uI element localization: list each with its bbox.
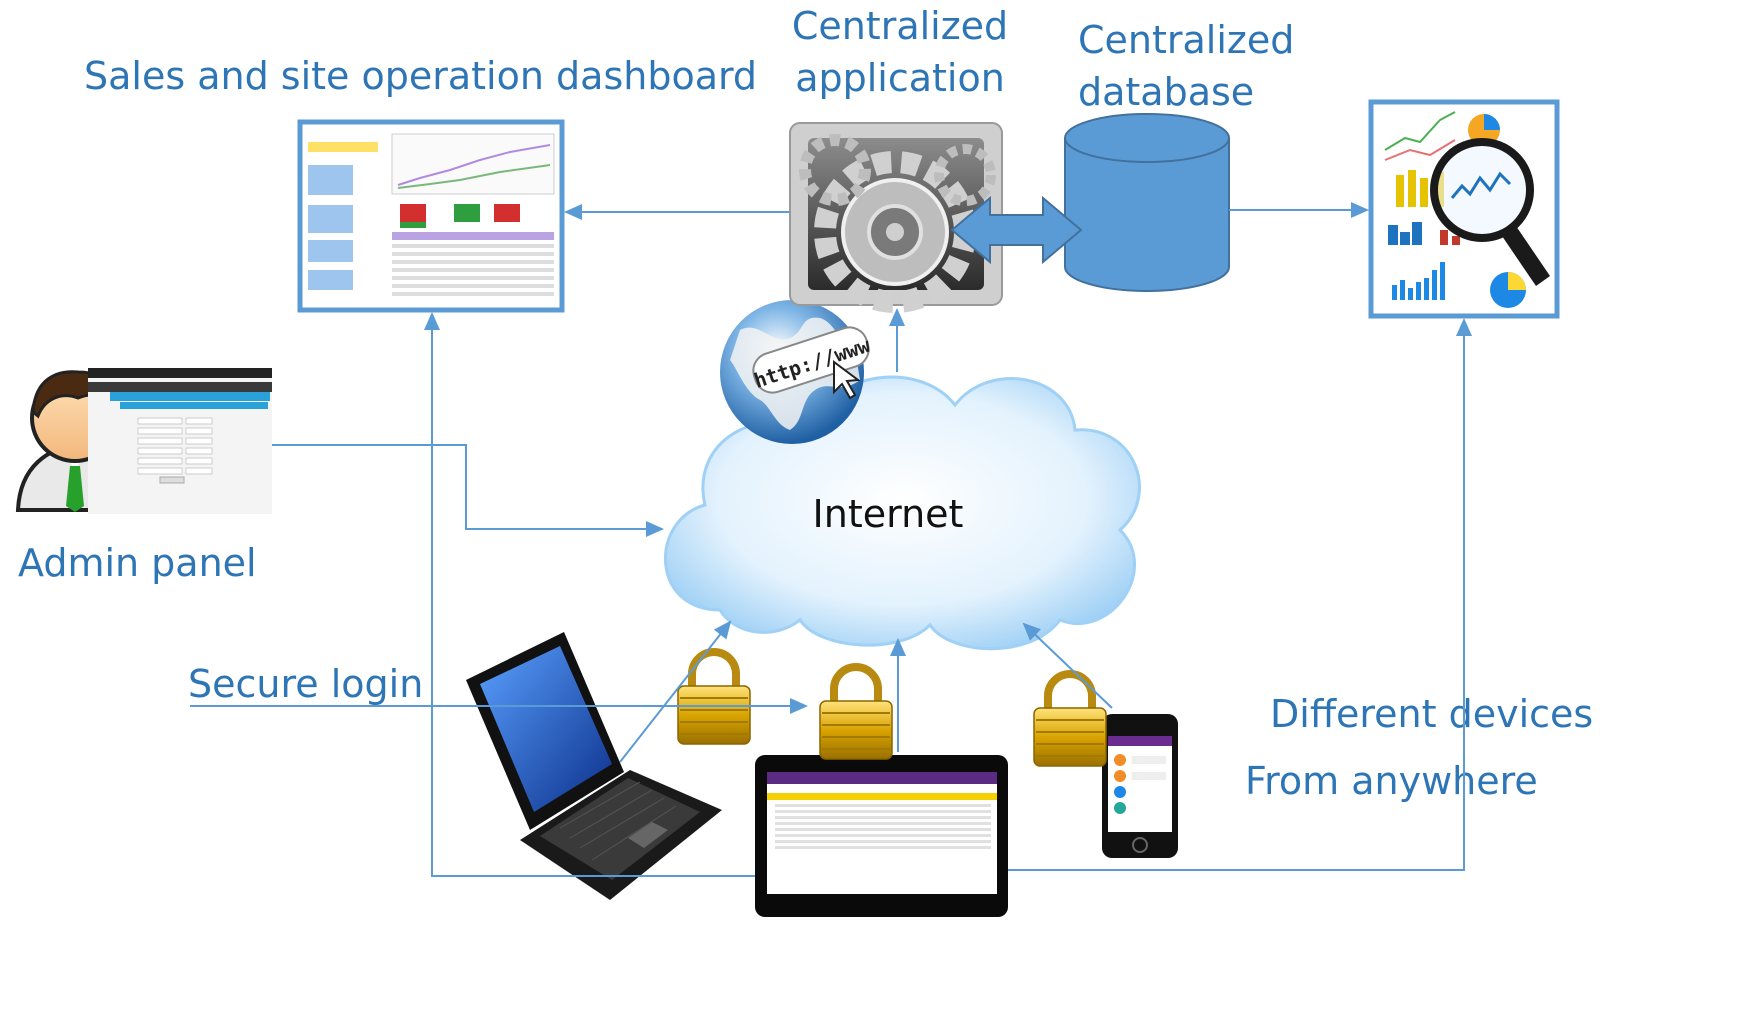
database-cylinder [1064, 113, 1230, 292]
laptop-to-cloud-arrow [619, 620, 732, 763]
db-label-line1: Centralized [1078, 18, 1295, 62]
different-devices-label: Different devices [1270, 692, 1594, 736]
phone-to-cloud-arrow [1022, 622, 1113, 709]
dashboard-label: Sales and site operation dashboard [84, 54, 758, 98]
padlock-icon [1034, 674, 1106, 766]
analytics-magnifier-icon [1368, 99, 1560, 319]
globe-http-icon: http://www [720, 300, 874, 444]
centralized-application-label: Centralized application [780, 0, 1020, 104]
admin-panel-screenshot [88, 368, 272, 514]
secure-login-label: Secure login [188, 662, 424, 706]
tablet-to-dashboard-arrow [424, 312, 755, 877]
admin-panel-label: Admin panel [18, 541, 257, 585]
from-anywhere-label: From anywhere [1245, 759, 1538, 803]
dashboard-thumbnail [297, 119, 565, 313]
gear-app-icon [789, 122, 1003, 313]
tablet [755, 755, 1008, 917]
app-label-line1: Centralized [791, 4, 1009, 48]
admin-to-cloud-arrow [272, 444, 664, 537]
app-database-double-arrow [950, 195, 1083, 265]
padlock-icon [678, 652, 750, 744]
db-label-line2: database [1078, 70, 1255, 114]
tablet-to-analytics-arrow [1008, 318, 1472, 871]
internet-label: Internet [813, 492, 964, 536]
app-label-line2: application [795, 56, 1005, 100]
laptop [466, 632, 722, 900]
centralized-database-label: Centralized database [1078, 14, 1294, 118]
padlock-icon [820, 667, 892, 759]
smartphone [1102, 714, 1178, 858]
